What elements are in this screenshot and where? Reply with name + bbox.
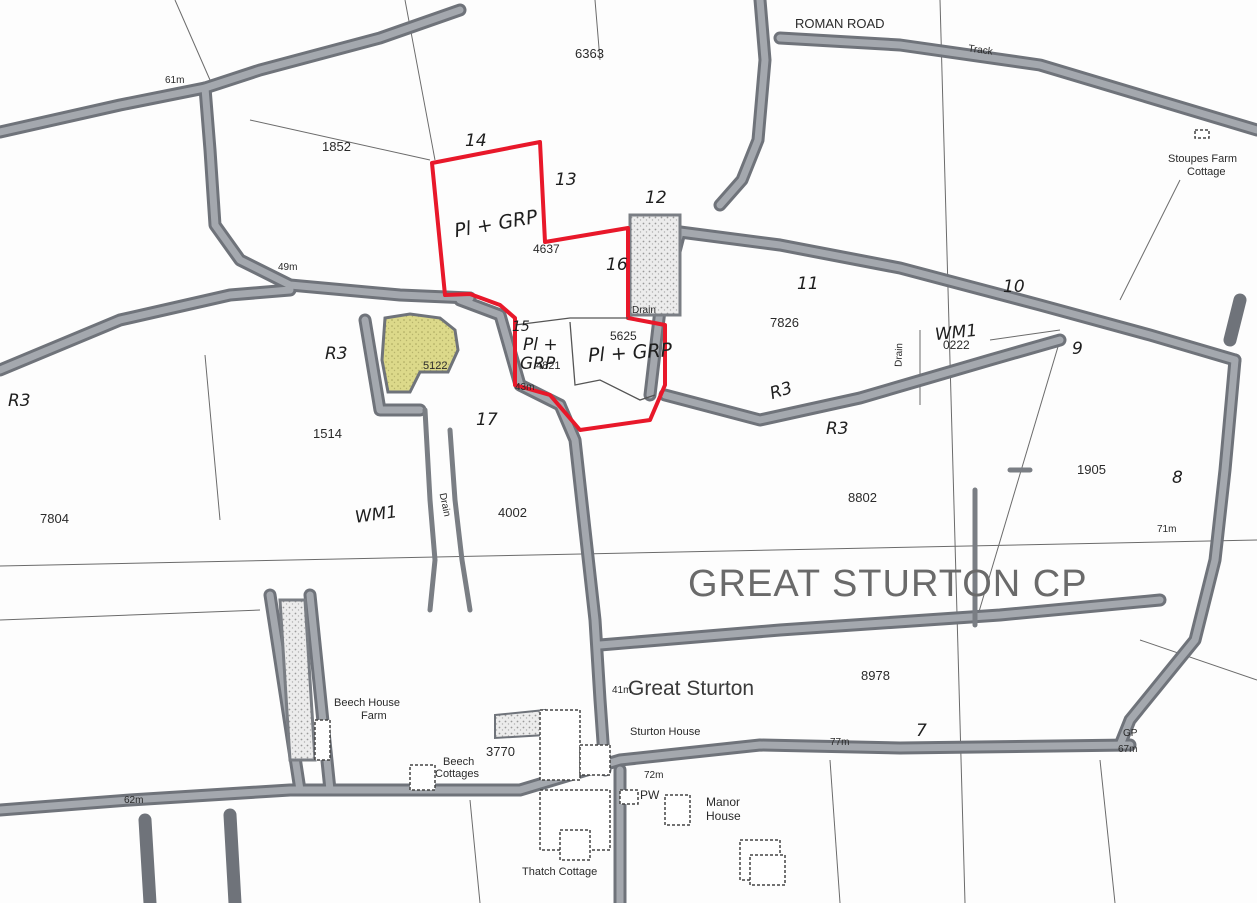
- parcel-8802[interactable]: 8802: [848, 490, 877, 505]
- sturton-house-label: Sturton House: [630, 726, 701, 738]
- annotation-17: 17: [476, 410, 498, 430]
- parcel-5625[interactable]: 5625: [610, 329, 637, 343]
- manor-house-label-1: Manor: [706, 795, 741, 809]
- internal-field-lines: [514, 317, 656, 401]
- annotation-pl-grp-small-1: Pl +: [523, 335, 558, 355]
- spot-height-71m: 71m: [1157, 524, 1177, 535]
- parcel-0222[interactable]: 0222: [943, 338, 970, 352]
- village-name: Great Sturton: [628, 677, 755, 700]
- site-boundary-red: [430, 140, 667, 432]
- parcel-4821[interactable]: 4821: [536, 360, 561, 372]
- drain-label-c: Drain: [632, 305, 656, 316]
- annotation-7: 7: [916, 721, 927, 741]
- parcel-1514[interactable]: 1514: [313, 426, 342, 441]
- place-of-worship-label: PW: [640, 788, 660, 802]
- parcel-3770[interactable]: 3770: [486, 744, 515, 759]
- beech-cottages-label-1: Beech: [443, 756, 475, 768]
- annotation-wm1-right: WM1: [934, 320, 979, 346]
- annotation-15: 15: [512, 319, 530, 335]
- parcel-4002[interactable]: 4002: [498, 505, 527, 520]
- parcel-6363[interactable]: 6363: [575, 46, 604, 61]
- spot-height-72m: 72m: [644, 770, 664, 781]
- parcel-7826[interactable]: 7826: [770, 315, 799, 330]
- spot-height-61m: 61m: [165, 75, 185, 86]
- parcel-7804[interactable]: 7804: [40, 511, 69, 526]
- annotation-11: 11: [797, 274, 819, 294]
- annotation-r3-edge: R3: [8, 391, 31, 411]
- parcel-8978[interactable]: 8978: [861, 668, 890, 683]
- stoupes-farm-label-1: Stoupes Farm: [1168, 153, 1238, 165]
- parcel-5122[interactable]: 5122: [423, 360, 448, 372]
- beech-house-farm-label-2: Farm: [361, 710, 387, 722]
- annotation-pl-grp-small-2: GRP: [520, 354, 556, 374]
- thatch-cottage-label: Thatch Cottage: [522, 866, 598, 878]
- annotation-r3-left: R3: [325, 344, 348, 364]
- stoupes-farm-label-2: Cottage: [1187, 166, 1226, 178]
- guide-post-label: GP: [1123, 728, 1138, 739]
- spot-height-62m: 62m: [124, 795, 144, 806]
- manor-house-label-2: House: [706, 809, 741, 823]
- parish-name: GREAT STURTON CP: [688, 563, 1088, 605]
- spot-height-43m: 43m: [515, 382, 535, 393]
- spot-height-77m: 77m: [830, 737, 850, 748]
- spot-height-67m: 67m: [1118, 744, 1138, 755]
- buildings: [314, 129, 1210, 886]
- drain-label-b: Drain: [893, 342, 906, 368]
- road-label-roman-road: ROMAN ROAD: [795, 16, 885, 31]
- spot-height-41m: 41m: [612, 685, 632, 696]
- parcel-1852[interactable]: 1852: [322, 139, 351, 154]
- annotation-16: 16: [606, 255, 628, 275]
- annotation-14: 14: [465, 131, 487, 151]
- annotation-9: 9: [1072, 339, 1083, 359]
- annotation-10: 10: [1003, 277, 1025, 297]
- parcel-1905[interactable]: 1905: [1077, 462, 1106, 477]
- beech-cottages-label-2: Cottages: [435, 768, 480, 780]
- annotation-8: 8: [1172, 468, 1183, 488]
- beech-house-farm-label-1: Beech House: [334, 697, 401, 709]
- parcel-4637[interactable]: 4637: [533, 242, 560, 256]
- spot-height-49m: 49m: [278, 262, 298, 273]
- annotation-r3-mid2: R3: [826, 419, 849, 439]
- annotation-12: 12: [645, 188, 667, 208]
- annotation-13: 13: [555, 170, 577, 190]
